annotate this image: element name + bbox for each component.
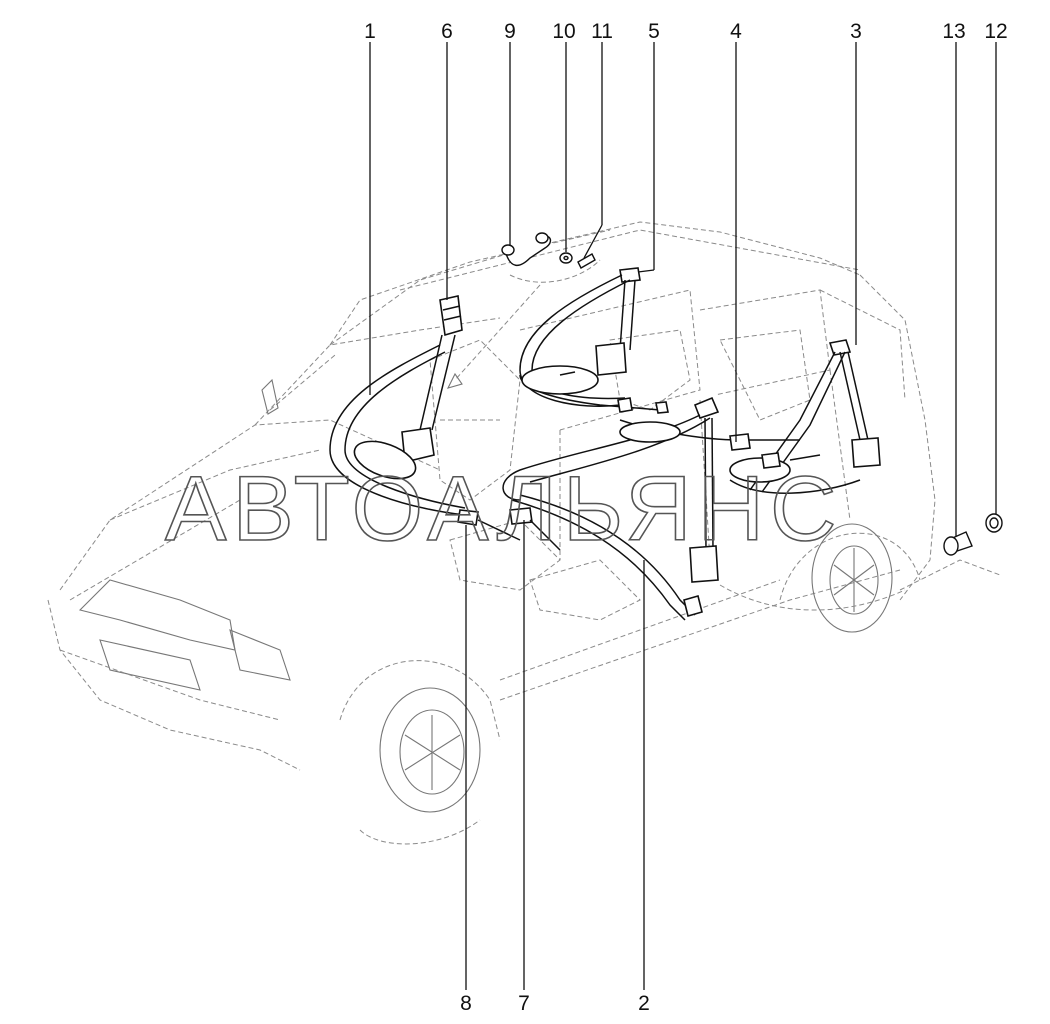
rear-center-seat-belt <box>502 396 741 621</box>
callout-8: 8 <box>460 992 472 1015</box>
part-12-ring <box>985 513 1003 533</box>
front-left-seat-belt <box>329 295 521 541</box>
callout-labels: 1 6 9 10 11 5 4 3 13 12 8 7 2 <box>364 20 1008 1015</box>
front-right-seat-belt <box>519 267 669 414</box>
callout-12: 12 <box>984 20 1007 43</box>
callout-11: 11 <box>591 20 613 43</box>
callout-1: 1 <box>364 20 376 43</box>
rear-right-seat-belt <box>729 339 881 494</box>
callout-9: 9 <box>504 20 516 43</box>
watermark: АВТОАЛЬЯНС <box>165 458 843 560</box>
callout-4: 4 <box>730 20 742 43</box>
part-10-washer <box>559 252 573 264</box>
callout-10: 10 <box>552 20 575 43</box>
callout-13: 13 <box>942 20 965 43</box>
callout-6: 6 <box>441 20 453 43</box>
callout-3: 3 <box>850 20 862 43</box>
leader-lines <box>369 42 997 990</box>
callout-5: 5 <box>648 20 660 43</box>
callout-7: 7 <box>518 992 530 1015</box>
part-9-bracket <box>501 232 552 266</box>
callout-2: 2 <box>638 992 650 1015</box>
part-11-bolt <box>577 253 596 269</box>
part-13-bolt <box>943 531 973 556</box>
